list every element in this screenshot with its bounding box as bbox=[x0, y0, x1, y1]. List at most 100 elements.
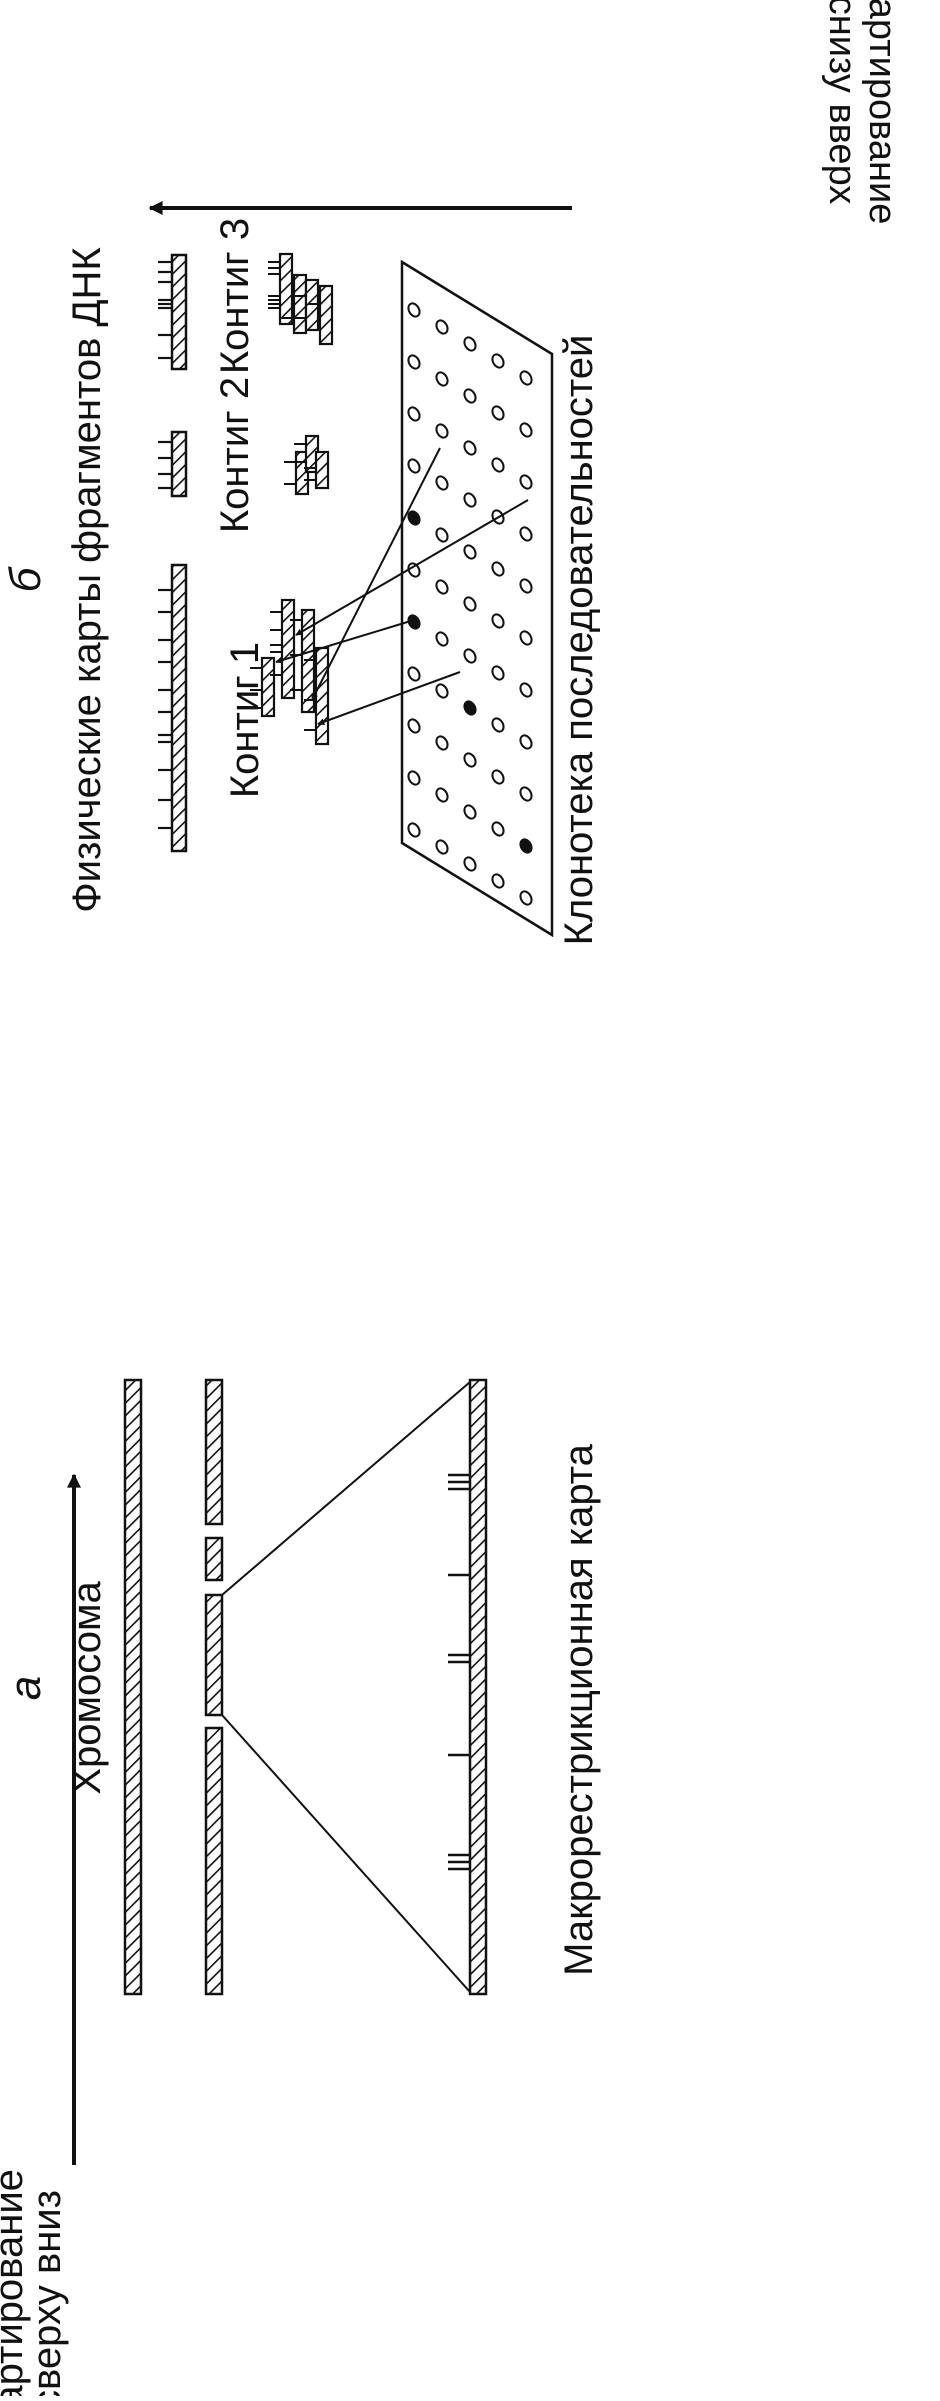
zoom-line bbox=[221, 1381, 471, 1596]
panel-a-letter: а bbox=[1, 1676, 50, 1700]
physical-map-bar-contig3 bbox=[170, 253, 188, 371]
clone bbox=[318, 284, 334, 346]
clone-library-wells bbox=[407, 302, 533, 906]
clone-well bbox=[491, 405, 505, 421]
clone-well bbox=[463, 752, 477, 768]
clone-well bbox=[435, 579, 449, 595]
clone-well bbox=[491, 873, 505, 889]
clone-library-label: Клонотека последовательностей bbox=[557, 335, 601, 946]
clone-well bbox=[463, 804, 477, 820]
selected-clone-well bbox=[463, 700, 477, 716]
restriction-fragments bbox=[204, 1378, 224, 1996]
selection-arrow bbox=[311, 447, 441, 701]
clone-well bbox=[491, 821, 505, 837]
clone-well bbox=[463, 596, 477, 612]
clone bbox=[278, 252, 294, 326]
clone-well bbox=[407, 770, 421, 786]
contig2-assembly bbox=[284, 434, 330, 496]
panel-b-letter: б bbox=[1, 565, 50, 592]
selected-clone-well bbox=[407, 510, 421, 526]
physical-map-bar-contig1 bbox=[170, 563, 188, 853]
fragment bbox=[204, 1536, 224, 1582]
panel-b: б Физические карты фрагментов ДНК bbox=[1, 0, 903, 945]
clone-well bbox=[407, 354, 421, 370]
clone-well bbox=[463, 336, 477, 352]
chromosome-bar bbox=[123, 1378, 143, 1996]
selected-clone-well bbox=[519, 838, 533, 854]
selection-arrow bbox=[275, 619, 415, 664]
restriction-site-ticks bbox=[448, 1473, 470, 1871]
clone-well bbox=[435, 683, 449, 699]
clone-well bbox=[435, 787, 449, 803]
clone-well bbox=[407, 406, 421, 422]
clone-well bbox=[519, 578, 533, 594]
clone-well bbox=[519, 526, 533, 542]
clone-well bbox=[407, 666, 421, 682]
clone-well bbox=[491, 457, 505, 473]
contig3-assembly bbox=[268, 252, 334, 346]
clone-well bbox=[463, 492, 477, 508]
selection-arrow bbox=[317, 671, 461, 726]
clone-library-plate bbox=[400, 259, 554, 938]
top-down-label-line1: Картирование bbox=[0, 2169, 31, 2396]
chromosome-label: Хромосома bbox=[65, 1581, 109, 1795]
clone-well bbox=[435, 371, 449, 387]
clone-well bbox=[463, 544, 477, 560]
physical-map-bar-contig2 bbox=[170, 430, 188, 498]
clone-well bbox=[407, 458, 421, 474]
clone-well bbox=[491, 353, 505, 369]
fragment bbox=[204, 1726, 224, 1996]
clone-well bbox=[435, 631, 449, 647]
fragment-selected bbox=[204, 1593, 224, 1717]
clone-well bbox=[519, 786, 533, 802]
clone-well bbox=[519, 734, 533, 750]
zoom-line bbox=[221, 1714, 471, 1993]
clone-well bbox=[407, 718, 421, 734]
contig3-label: Контиг 3 bbox=[213, 218, 257, 374]
clone-well bbox=[519, 890, 533, 906]
clone-well bbox=[435, 319, 449, 335]
clone-well bbox=[463, 440, 477, 456]
bottom-up-label-line1: Картирование bbox=[861, 0, 903, 224]
clone-well bbox=[435, 527, 449, 543]
clone-well bbox=[491, 561, 505, 577]
panel-a: а Хромосома Макрорестрикционная карта Ка… bbox=[0, 1378, 601, 2401]
clone-well bbox=[463, 388, 477, 404]
clone-well bbox=[407, 822, 421, 838]
clone-well bbox=[435, 423, 449, 439]
bottom-up-label-line2: снизу вверх bbox=[821, 0, 863, 204]
clone-well bbox=[519, 630, 533, 646]
clone-well bbox=[491, 613, 505, 629]
clone-well bbox=[519, 422, 533, 438]
clone bbox=[314, 450, 330, 490]
selection-arrow bbox=[295, 499, 529, 636]
clone-well bbox=[407, 302, 421, 318]
fragment bbox=[204, 1378, 224, 1526]
clone-selection-arrows bbox=[275, 447, 529, 726]
clone-well bbox=[463, 648, 477, 664]
clone-well bbox=[407, 562, 421, 578]
clone-well bbox=[435, 839, 449, 855]
clone-well bbox=[519, 474, 533, 490]
physical-maps-title: Физические карты фрагментов ДНК bbox=[65, 247, 109, 913]
clone bbox=[280, 598, 296, 700]
clone-well bbox=[519, 370, 533, 386]
clone bbox=[314, 646, 330, 746]
clone-well bbox=[491, 717, 505, 733]
physical-map-row bbox=[158, 253, 188, 853]
clone bbox=[260, 656, 276, 718]
clone-well bbox=[491, 665, 505, 681]
contig1-label: Контиг 1 bbox=[223, 642, 267, 798]
top-down-label-line2: сверху вниз bbox=[25, 2190, 69, 2396]
clone-well bbox=[435, 735, 449, 751]
clone bbox=[292, 273, 308, 335]
contig2-label: Контиг 2 bbox=[213, 377, 257, 533]
clone-well bbox=[435, 475, 449, 491]
clone-well bbox=[463, 856, 477, 872]
macrorestriction-map-label: Макрорестрикционная карта bbox=[557, 1443, 601, 1975]
selected-clone-well bbox=[407, 614, 421, 630]
clone-well bbox=[519, 682, 533, 698]
macrorestriction-map-bar bbox=[468, 1378, 488, 1996]
